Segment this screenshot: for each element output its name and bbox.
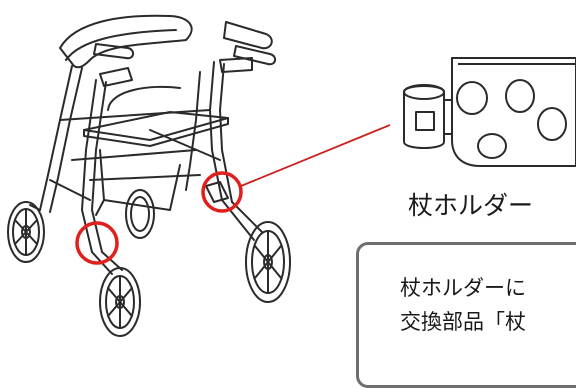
note-text-line-1: 杖ホルダーに: [400, 276, 526, 300]
wheel-rear-right: [125, 189, 155, 239]
frame-upright-left: [39, 65, 73, 211]
wheel-front-right: [245, 221, 291, 303]
wheel-rear-left: [7, 201, 45, 263]
cane-holder-label: 杖ホルダー: [408, 191, 534, 220]
leader-line: [240, 124, 391, 187]
wheel-front-left: [99, 267, 141, 337]
handle-bar: [59, 14, 193, 69]
cane-holder-icon: [403, 57, 576, 167]
rollator-walker-illustration: [7, 14, 576, 337]
handle-grip-right: [223, 21, 273, 50]
note-text-line-2: 交換部品「杖: [400, 310, 526, 334]
highlight-circle-left: [75, 221, 119, 265]
highlight-circle-right: [201, 171, 243, 213]
diagram-canvas: 杖ホルダー 杖ホルダーに 交換部品「杖: [7, 14, 576, 388]
handle-grip-left: [93, 43, 134, 60]
